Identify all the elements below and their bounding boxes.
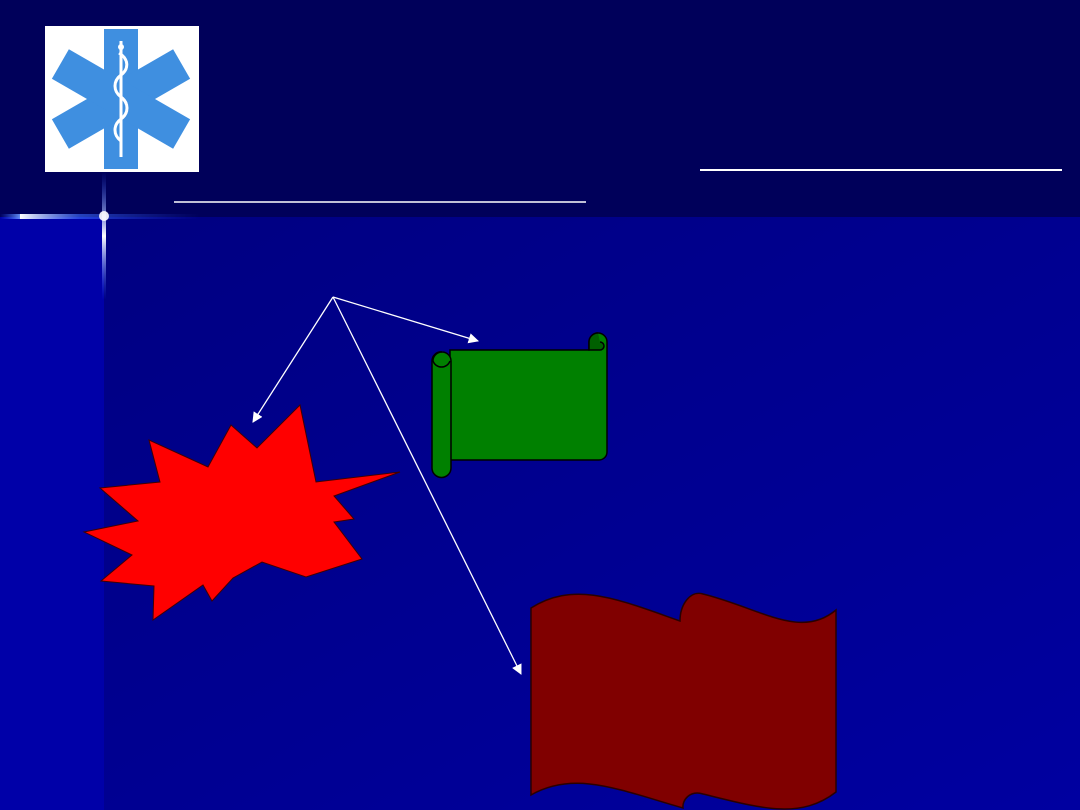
vertical-light-line [102, 172, 106, 300]
wave-flag-shape [530, 592, 837, 810]
arrows [252, 296, 522, 675]
arrow-to-explosion [252, 296, 334, 423]
arrow-to-flag [332, 296, 522, 675]
arrow-to-scroll [332, 296, 479, 344]
left-band [0, 217, 104, 810]
star-of-life-icon [45, 26, 199, 172]
light-flare [99, 211, 109, 221]
explosion-shape [82, 403, 401, 621]
scroll-shape [431, 332, 608, 479]
